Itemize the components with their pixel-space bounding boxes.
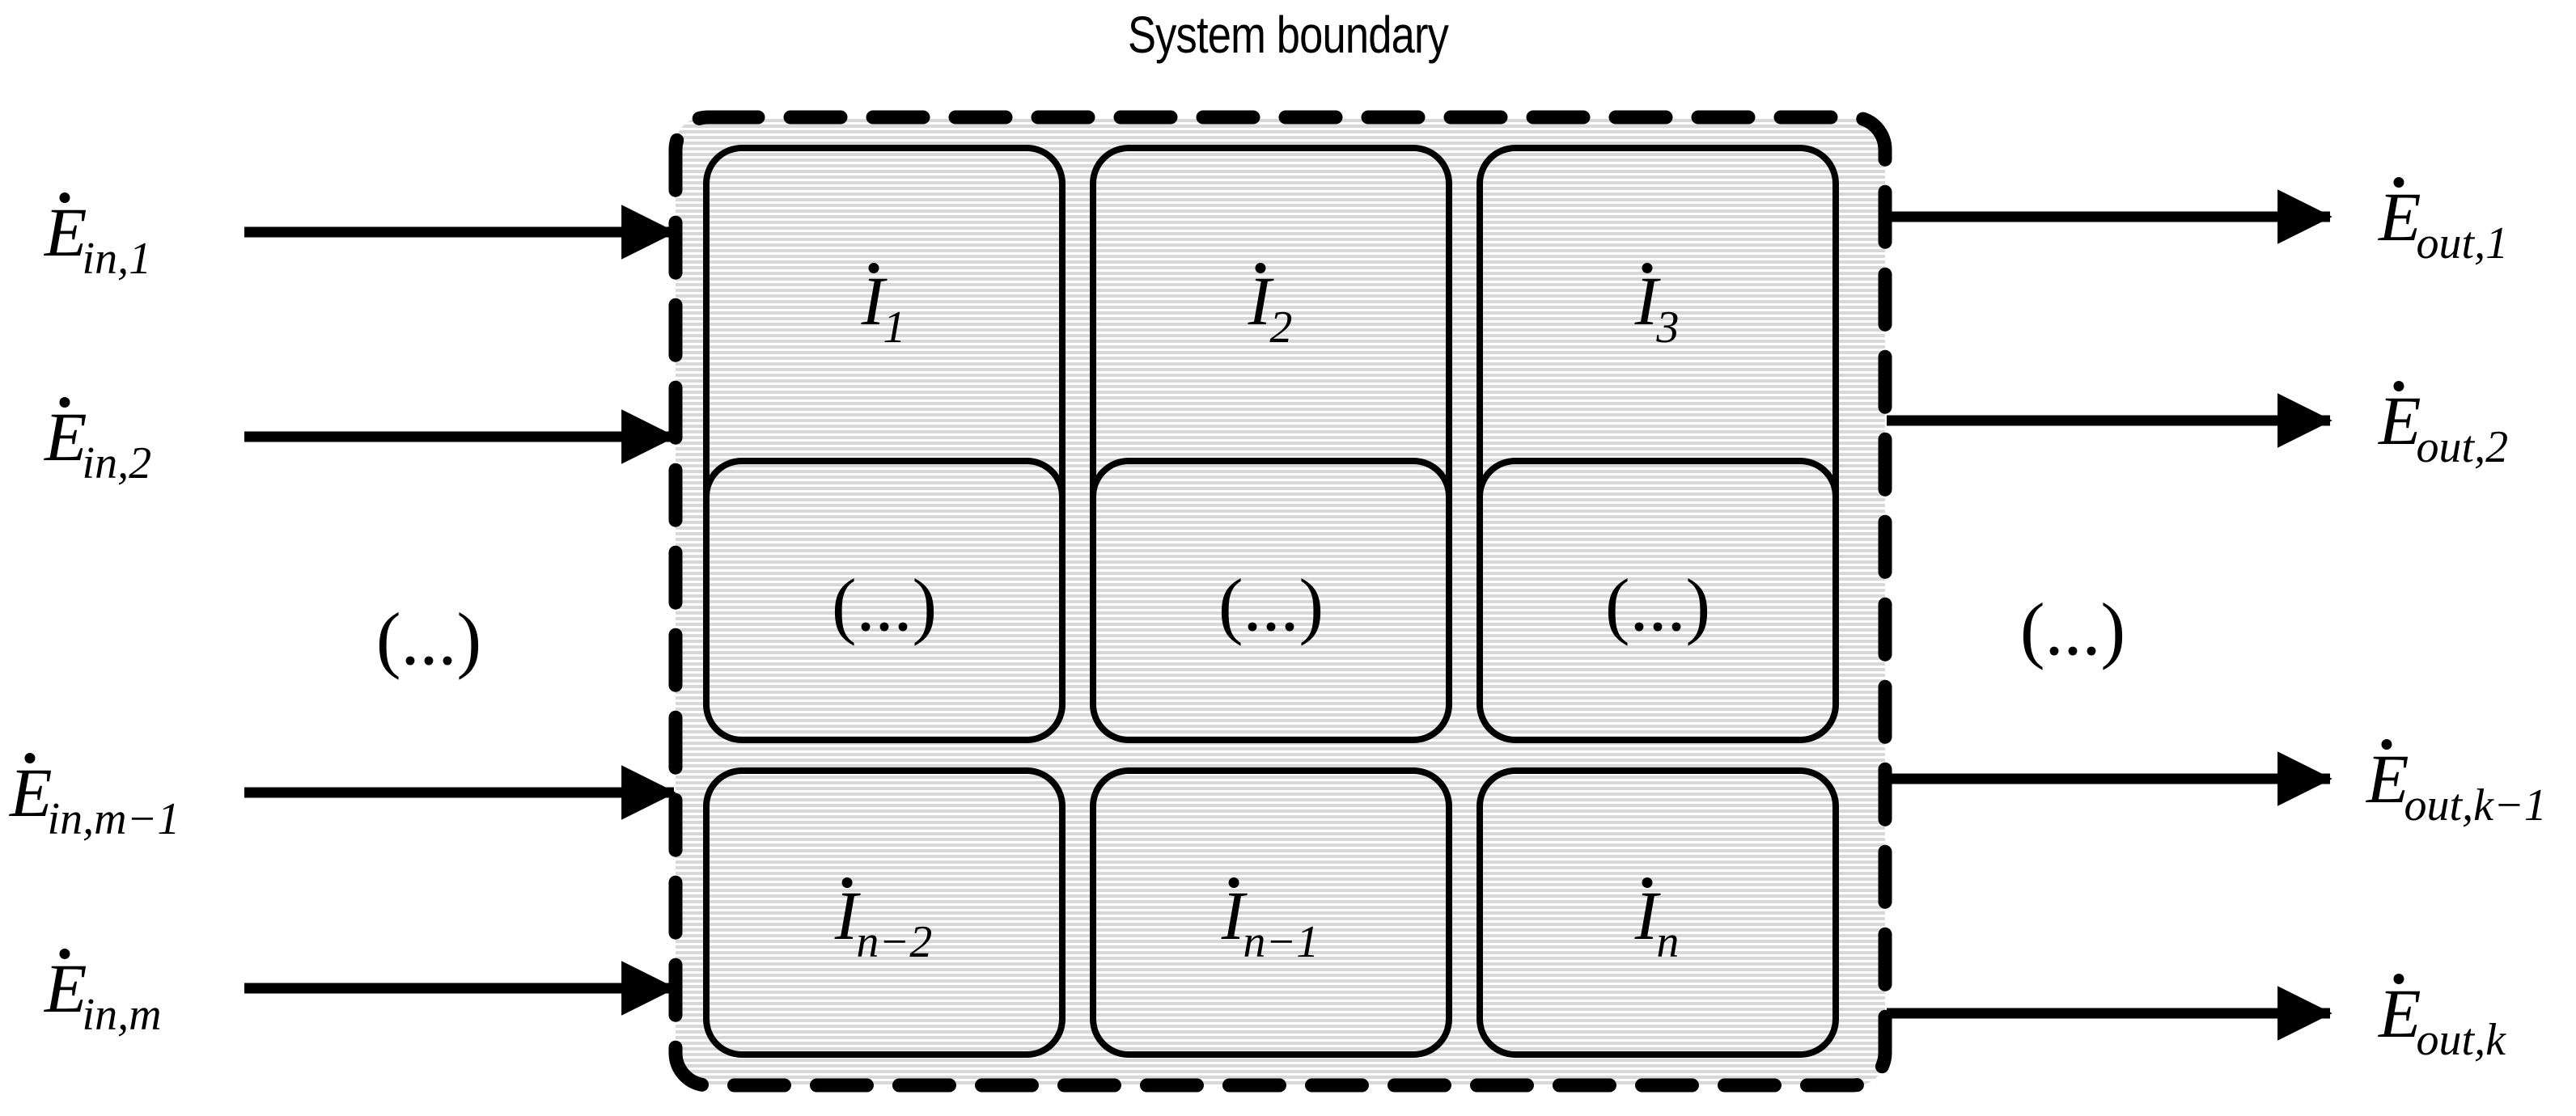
- page-title: System boundary: [1127, 6, 1449, 64]
- component-label-i3-sub: 3: [1656, 302, 1680, 353]
- component-label-i3-base: I: [1634, 262, 1659, 340]
- component-label-in2: I n−2: [835, 877, 934, 965]
- output-label-4: E out,k: [2379, 974, 2510, 1063]
- component-ellipsis-r2c2: (...): [1218, 564, 1324, 646]
- component-label-in: I n: [1635, 877, 1681, 965]
- component-label-i2-base: I: [1248, 262, 1272, 340]
- component-box: [703, 767, 1066, 1058]
- component-ellipsis-r2c1: (...): [831, 564, 938, 646]
- overdot-icon: [2393, 974, 2404, 984]
- overdot-icon: [1642, 877, 1653, 888]
- input-label-3-base: E: [10, 754, 53, 831]
- overdot-icon: [2393, 177, 2404, 188]
- input-label-3-sub: in,m−1: [47, 794, 180, 844]
- output-label-1-base: E: [2379, 178, 2421, 256]
- component-label-in1-base: I: [1221, 877, 1245, 954]
- overdot-icon: [841, 877, 853, 888]
- component-ellipsis-r2c3: (...): [1604, 564, 1711, 646]
- input-label-4-sub: in,m: [82, 990, 162, 1040]
- component-label-i3: I 3: [1635, 263, 1681, 350]
- input-label-2-sub: in,2: [82, 438, 152, 488]
- output-label-1: E out,1: [2379, 177, 2513, 266]
- component-box: [1090, 767, 1452, 1058]
- output-label-3-sub: out,k−1: [2404, 780, 2547, 831]
- component-box-grid: [703, 145, 1839, 1058]
- input-label-1: E in,1: [44, 192, 156, 281]
- system-boundary-outline: [668, 110, 1892, 1093]
- overdot-icon: [1228, 877, 1239, 888]
- output-label-2-sub: out,2: [2416, 422, 2509, 472]
- component-label-i1-base: I: [861, 262, 885, 340]
- input-label-4: E in,m: [44, 949, 167, 1038]
- component-label-in1-sub: n−1: [1243, 917, 1320, 967]
- output-label-3: E out,k−1: [2366, 739, 2552, 828]
- component-label-i1: I 1: [862, 263, 908, 350]
- output-arrows: [1887, 189, 2332, 1041]
- output-label-4-base: E: [2379, 974, 2421, 1052]
- input-label-3: E in,m−1: [10, 753, 184, 842]
- output-label-2-base: E: [2379, 382, 2421, 459]
- overdot-icon: [2381, 739, 2392, 750]
- component-label-in2-base: I: [834, 877, 858, 954]
- input-label-1-sub: in,1: [82, 234, 152, 284]
- component-box: [1090, 458, 1452, 743]
- input-ellipsis: (...): [375, 598, 482, 680]
- component-box: [1477, 767, 1839, 1058]
- component-label-in-sub: n: [1656, 917, 1680, 967]
- overdot-icon: [59, 397, 70, 408]
- input-label-1-base: E: [44, 193, 87, 271]
- input-label-2: E in,2: [44, 397, 156, 486]
- overdot-icon: [1255, 263, 1266, 273]
- overdot-icon: [59, 192, 70, 203]
- overdot-icon: [868, 263, 879, 273]
- overdot-icon: [1642, 263, 1653, 273]
- component-box: [703, 458, 1066, 743]
- component-label-i2: I 2: [1248, 263, 1294, 350]
- input-arrows: [244, 205, 676, 1016]
- output-label-4-sub: out,k: [2416, 1015, 2506, 1065]
- output-label-1-sub: out,1: [2416, 218, 2509, 268]
- overdot-icon: [59, 949, 70, 959]
- output-label-2: E out,2: [2379, 381, 2513, 470]
- component-label-in2-sub: n−2: [856, 917, 933, 967]
- overdot-icon: [2393, 381, 2404, 391]
- input-label-4-base: E: [44, 949, 87, 1027]
- component-box: [1477, 458, 1839, 743]
- component-label-i1-sub: 1: [883, 302, 906, 353]
- input-label-2-base: E: [44, 398, 87, 476]
- output-ellipsis: (...): [2019, 588, 2126, 670]
- output-label-3-base: E: [2366, 740, 2409, 818]
- component-label-in1: I n−1: [1222, 877, 1320, 965]
- component-label-in-base: I: [1634, 877, 1659, 954]
- component-label-i2-sub: 2: [1269, 302, 1293, 353]
- overdot-icon: [24, 753, 36, 763]
